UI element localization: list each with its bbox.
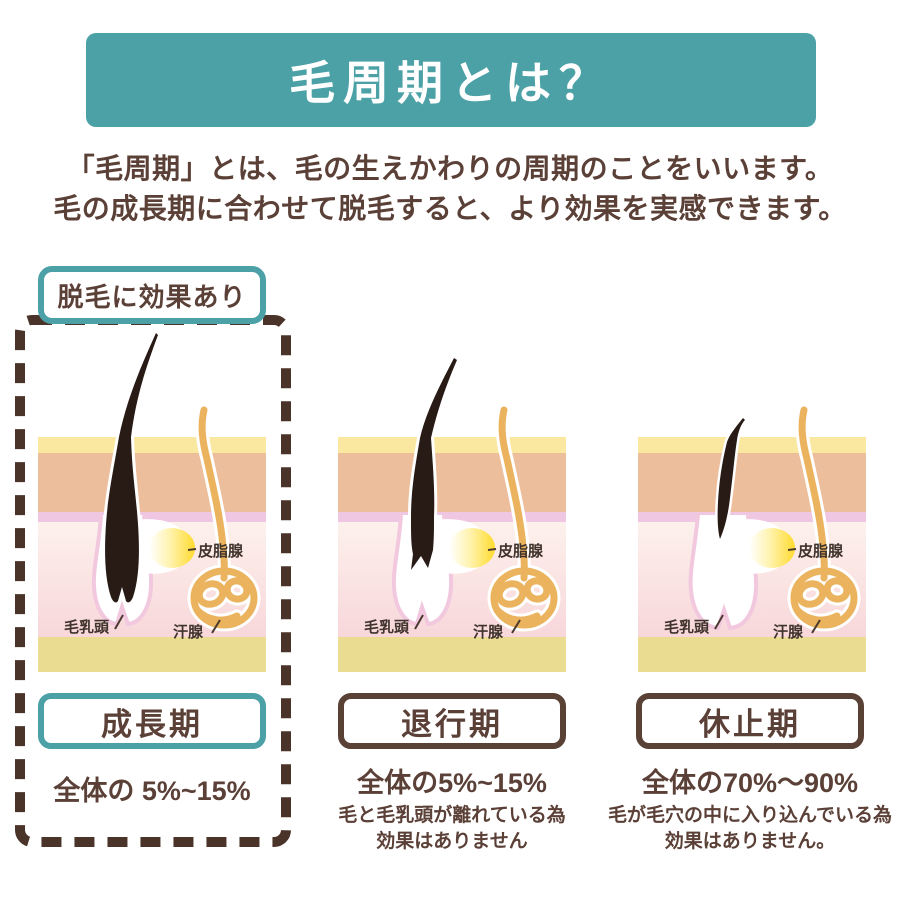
- note-resting-line-1: 毛が毛穴の中に入り込んでいる為: [607, 805, 893, 826]
- intro-line-2: 毛の成長期に合わせて脱毛すると、より効果を実感できます。: [53, 193, 847, 224]
- hair: [407, 353, 461, 576]
- sweat-gland-label: 汗腺: [773, 624, 804, 641]
- hair-papilla-label: 毛乳頭: [64, 619, 110, 636]
- phase-box-resting: 休止期: [636, 693, 864, 749]
- note-regression-line-2: 効果はありません: [376, 831, 528, 852]
- sweat-gland-label: 汗腺: [473, 624, 504, 641]
- note-resting-line-2: 効果はありません。: [664, 831, 836, 852]
- note-regression-line-1: 毛と毛乳頭が離れている為: [338, 805, 566, 826]
- sebaceous-gland: [149, 528, 195, 568]
- phase-name-regression: 退行期: [401, 706, 503, 742]
- diagram-resting-phase: 皮脂腺 毛乳頭 汗腺: [638, 332, 866, 677]
- ratio-regression: 全体の5%~15%: [357, 768, 547, 798]
- label-connectors: [414, 548, 521, 634]
- sweat-gland: [787, 403, 861, 632]
- hair: [715, 414, 749, 547]
- ratio-growth: 全体の 5%~15%: [53, 776, 251, 806]
- intro-line-1: 「毛周期」とは、毛の生えかわりの周期のことをいいます。: [66, 153, 834, 184]
- ratio-resting: 全体の70%～90%: [641, 768, 859, 798]
- skin-diagram-svg-regression: [338, 353, 566, 672]
- hair-papilla-label: 毛乳頭: [664, 619, 710, 636]
- dashed-frame-svg: [15, 315, 291, 847]
- intro-text: 「毛周期」とは、毛の生えかわりの周期のことをいいます。 毛の成長期に合わせて脱毛…: [0, 149, 900, 229]
- sebaceous-gland-label: 皮脂腺: [198, 543, 244, 560]
- note-resting: 毛が毛穴の中に入り込んでいる為 効果はありません。: [588, 803, 900, 855]
- hair: [102, 332, 162, 606]
- diagram-regression-phase: 皮脂腺 毛乳頭 汗腺: [338, 332, 566, 677]
- sweat-gland: [487, 403, 561, 632]
- label-connectors: [114, 548, 221, 634]
- note-regression: 毛と毛乳頭が離れている為 効果はありません: [302, 803, 602, 855]
- skin-diagram-svg-resting: [638, 403, 866, 672]
- sebaceous-gland: [749, 528, 795, 568]
- highlight-dashed-frame: [14, 314, 292, 848]
- diagram-growth-phase: 皮脂腺 毛乳頭 汗腺: [38, 332, 266, 677]
- sweat-gland: [187, 403, 261, 632]
- sweat-gland-label: 汗腺: [173, 624, 204, 641]
- effective-badge: 脱毛に効果あり: [38, 266, 266, 324]
- phase-name-growth: 成長期: [101, 706, 203, 742]
- skin-diagram-svg-growth: [38, 332, 266, 672]
- header-banner: 毛周期とは？: [86, 33, 816, 127]
- effective-badge-label: 脱毛に効果あり: [57, 281, 247, 312]
- page-title: 毛周期とは？: [289, 57, 613, 109]
- sebaceous-gland: [449, 528, 495, 568]
- hair-papilla-label: 毛乳頭: [364, 619, 410, 636]
- phase-box-regression: 退行期: [338, 693, 566, 749]
- sebaceous-gland-label: 皮脂腺: [498, 543, 544, 560]
- label-connectors: [714, 548, 821, 634]
- phase-name-resting: 休止期: [699, 706, 801, 742]
- sebaceous-gland-label: 皮脂腺: [798, 543, 844, 560]
- phase-box-growth: 成長期: [38, 693, 266, 749]
- dashed-rect: [15, 315, 291, 847]
